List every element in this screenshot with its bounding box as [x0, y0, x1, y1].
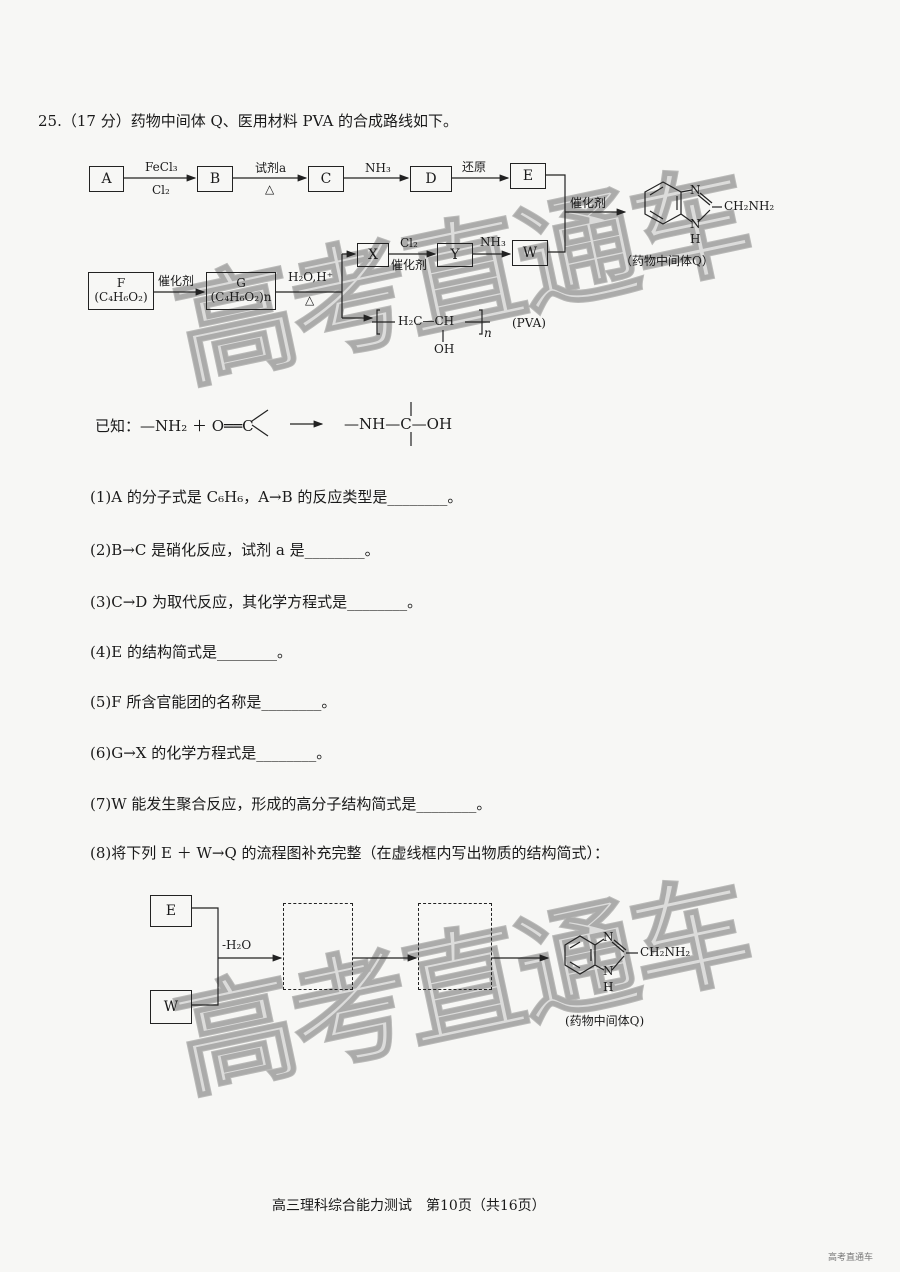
catalyst-label: 催化剂 — [570, 196, 607, 210]
compound-d-box: D — [410, 166, 452, 192]
compound-b-box: B — [197, 166, 233, 192]
reagent-label: 还原 — [462, 160, 487, 174]
atom-label: N — [690, 183, 701, 197]
answer-dashed-box-1[interactable] — [283, 903, 353, 990]
compound-g-box: G(C₄H₆O₂)n — [206, 272, 276, 310]
reagent-label: NH₃ — [365, 161, 391, 175]
substituent-label: CH₂NH₂ — [640, 945, 691, 959]
catalyst-label: 催化剂 — [158, 274, 195, 288]
pva-structure: H₂C—CH — [398, 314, 455, 328]
reagent-label: H₂O,H⁺ — [288, 270, 334, 284]
compound-e-box: E — [510, 163, 546, 189]
question-item-5: (5)F 所含官能团的名称是________。 — [90, 693, 337, 711]
compound-f-box: F(C₄H₆O₂) — [88, 272, 154, 310]
page-footer: 高三理科综合能力测试 第10页（共16页） — [272, 1198, 546, 1214]
flow-w-box: W — [150, 990, 192, 1024]
atom-label: H — [690, 232, 701, 246]
reagent-label: 试剂a — [255, 161, 287, 175]
flow-e-box: E — [150, 895, 192, 927]
atom-label: H — [603, 980, 614, 994]
pva-n: n — [484, 326, 492, 340]
compound-w-box: W — [512, 240, 548, 266]
reagent-label: FeCl₃ — [145, 160, 178, 174]
question-item-3: (3)C→D 为取代反应，其化学方程式是________。 — [90, 593, 423, 611]
question-item-4: (4)E 的结构简式是________。 — [90, 643, 292, 661]
known-product: —NH—C—OH — [344, 415, 453, 433]
atom-label: N — [603, 964, 614, 978]
box-formula: (C₄H₆O₂) — [94, 290, 148, 304]
question-item-7: (7)W 能发生聚合反应，形成的高分子结构简式是________。 — [90, 795, 492, 813]
corner-logo: 高考直通车 — [828, 1253, 874, 1263]
compound-a-box: A — [89, 166, 124, 192]
box-label: G — [236, 276, 246, 291]
compound-q-label: (药物中间体Q) — [565, 1014, 645, 1028]
question-item-2: (2)B→C 是硝化反应，试剂 a 是________。 — [90, 541, 380, 559]
known-label: 已知： — [95, 417, 141, 435]
box-label: F — [116, 276, 126, 291]
known-reactants: —NH₂ ＋ O══C — [140, 417, 254, 435]
compound-y-box: Y — [437, 243, 473, 267]
reagent-label: Cl₂ — [400, 236, 418, 250]
pva-label: (PVA) — [512, 316, 546, 330]
atom-label: N — [690, 217, 701, 231]
atom-label: N — [603, 930, 614, 944]
answer-dashed-box-2[interactable] — [418, 903, 492, 990]
question-item-1: (1)A 的分子式是 C₆H₆，A→B 的反应类型是________。 — [90, 488, 463, 506]
box-formula: (C₄H₆O₂)n — [210, 290, 272, 304]
condition-label: △ — [265, 182, 275, 196]
reagent-label: NH₃ — [480, 235, 506, 249]
question-title: 25.（17 分）药物中间体 Q、医用材料 PVA 的合成路线如下。 — [38, 112, 459, 130]
question-item-6: (6)G→X 的化学方程式是________。 — [90, 744, 332, 762]
substituent-label: CH₂NH₂ — [724, 199, 775, 213]
condition-label: △ — [305, 293, 315, 307]
compound-q-label: （药物中间体Q） — [620, 254, 714, 268]
question-item-8: (8)将下列 E ＋ W→Q 的流程图补充完整（在虚线框内写出物质的结构简式）： — [90, 844, 610, 862]
reagent-label: Cl₂ — [152, 183, 170, 197]
compound-c-box: C — [308, 166, 344, 192]
compound-x-box: X — [357, 243, 389, 267]
catalyst-label: 催化剂 — [391, 258, 428, 272]
pva-hydroxyl: OH — [434, 342, 455, 356]
minus-water-label: -H₂O — [222, 938, 252, 952]
